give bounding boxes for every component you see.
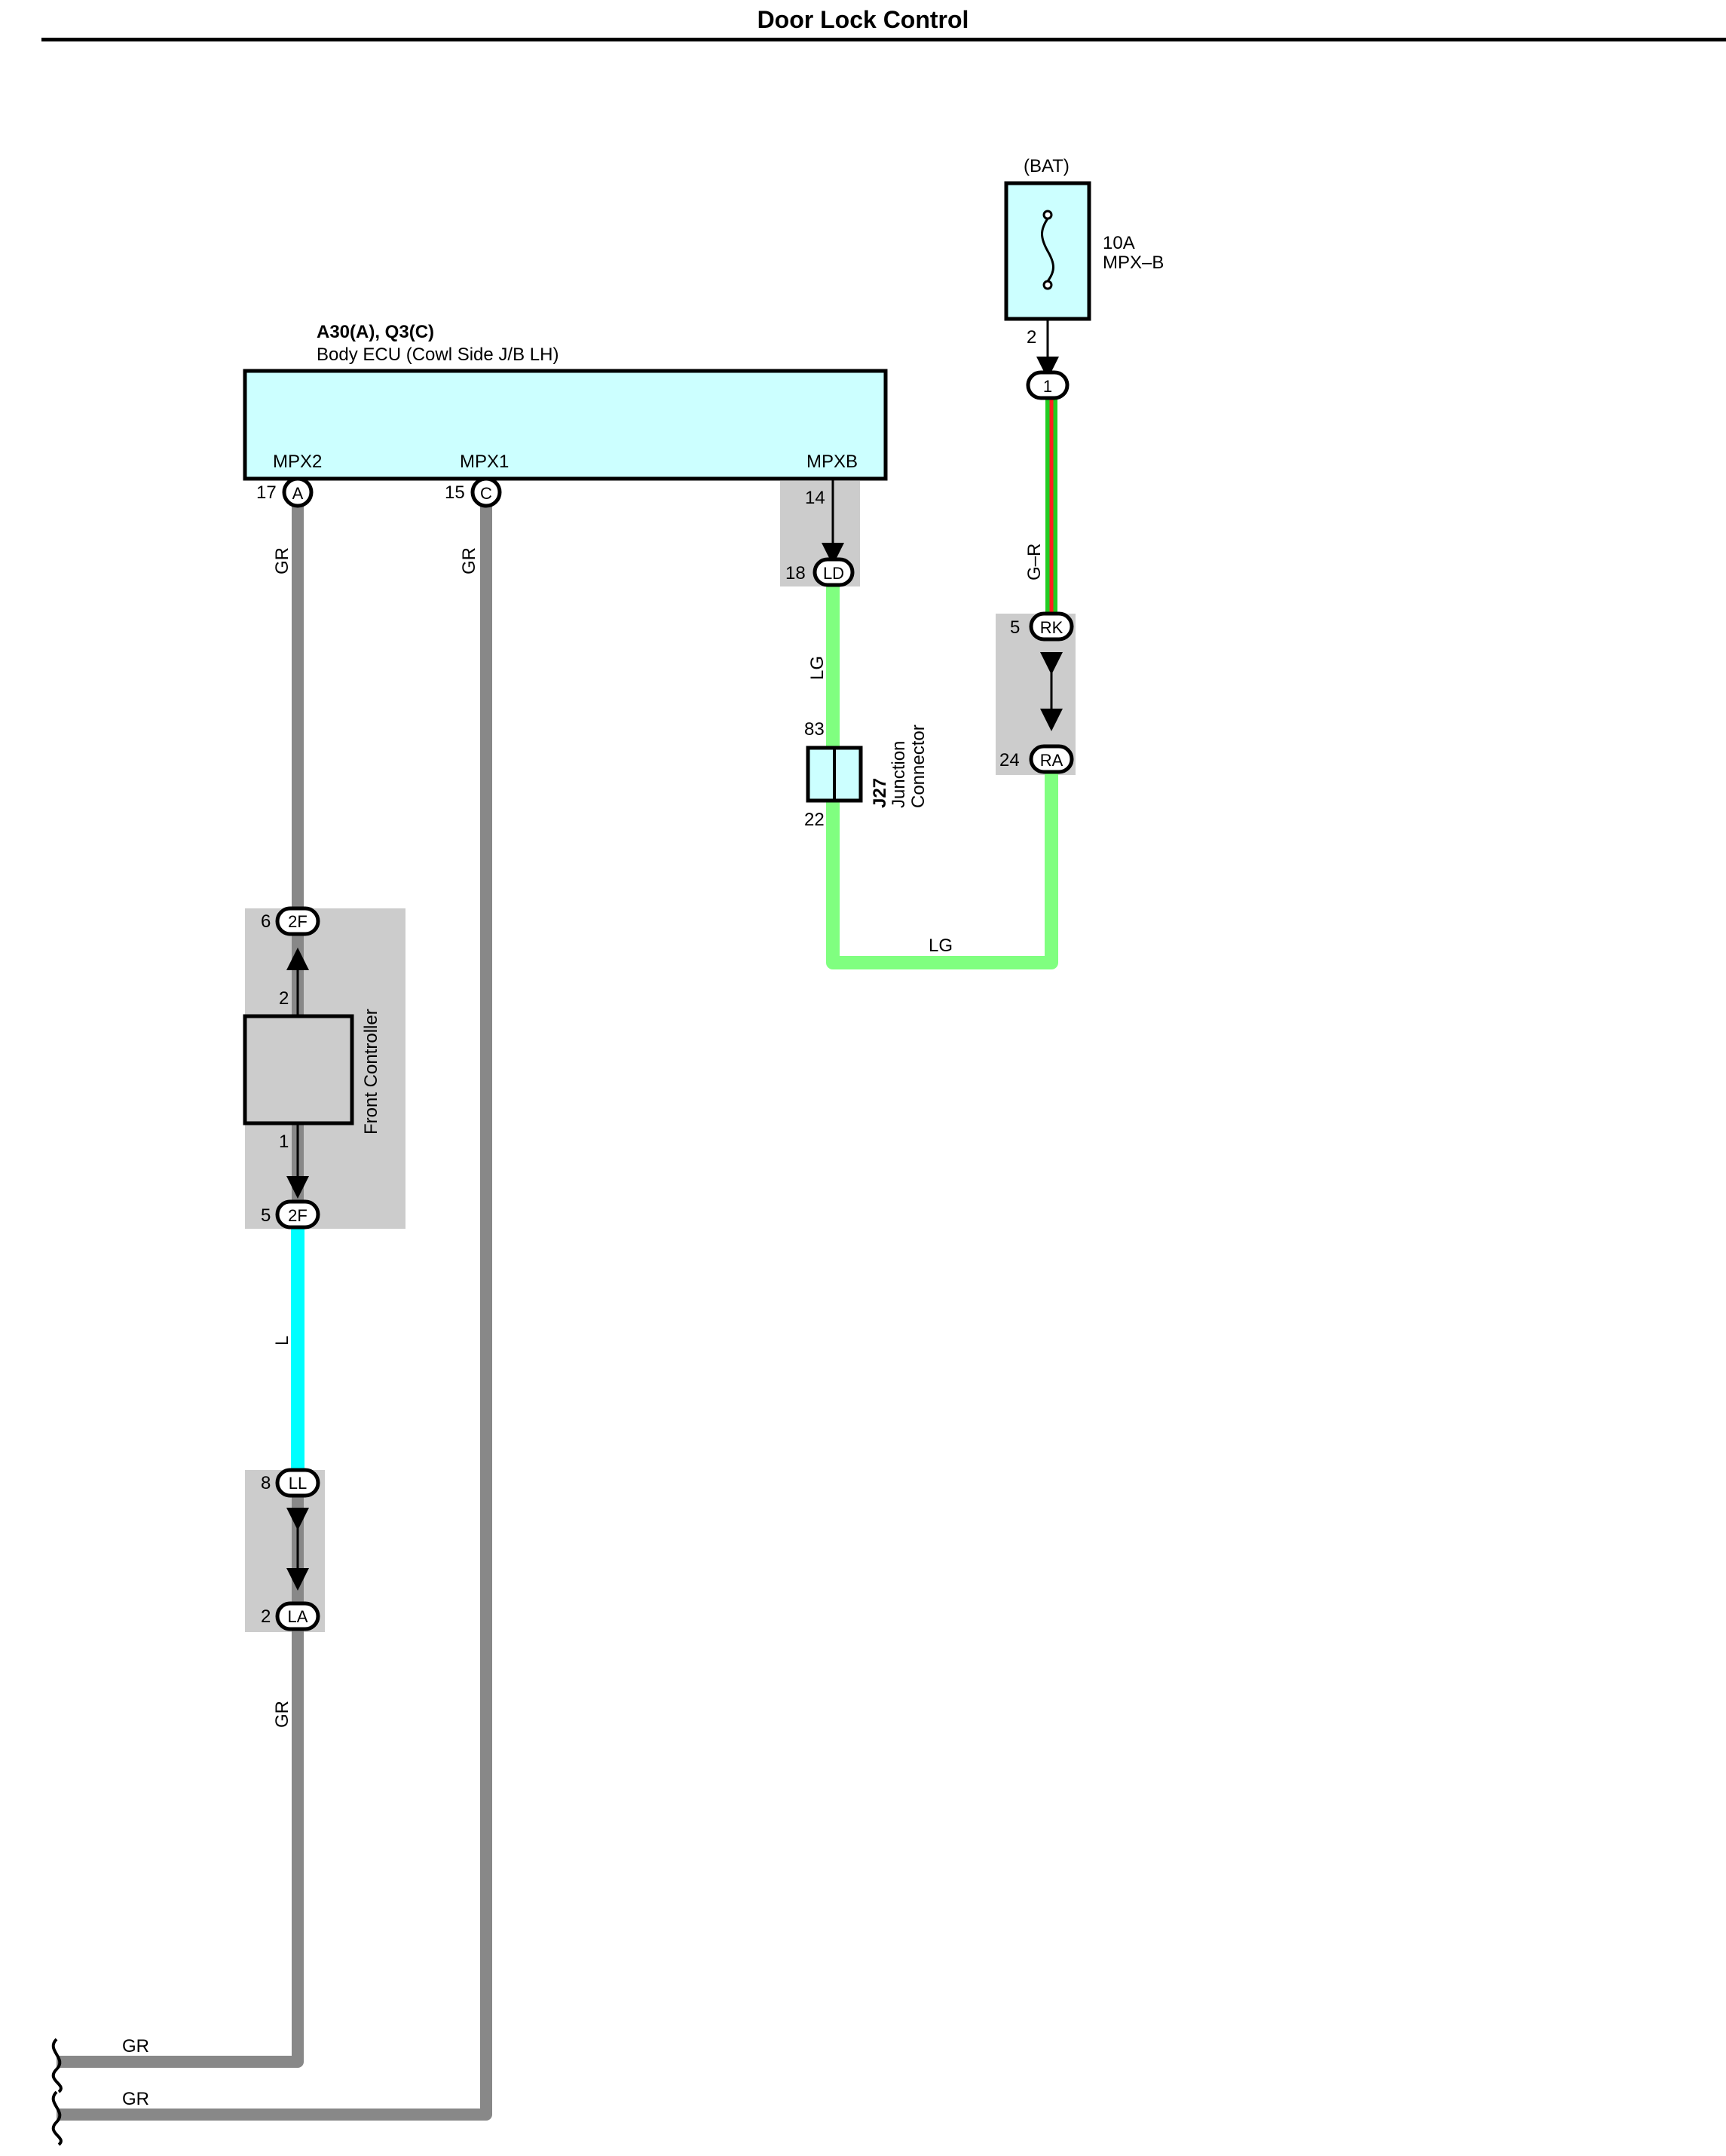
connector-ld-top-pin: 14 <box>805 488 825 508</box>
connector-c-code: C <box>480 484 492 503</box>
connector-2f-top <box>275 906 320 936</box>
fuse-source: (BAT) <box>1024 156 1070 176</box>
connector-ra-code: RA <box>1040 751 1063 770</box>
wire-break-2 <box>51 2090 63 2146</box>
title-rule <box>41 38 1726 41</box>
connector-2f-bottom <box>275 1199 320 1230</box>
connector-ra-pin: 24 <box>999 750 1020 770</box>
connector-la-code: LA <box>288 1607 308 1626</box>
connector-la-pin: 2 <box>261 1606 271 1627</box>
connector-a <box>282 476 314 508</box>
connector-rk-code: RK <box>1040 618 1063 637</box>
connector-1 <box>1026 370 1070 400</box>
connector-a-pin: 17 <box>256 482 277 503</box>
junction-line2: Connector <box>908 724 929 808</box>
wire-gr-mpx1 <box>57 498 492 2121</box>
connector-2f-top-pin: 6 <box>261 911 271 932</box>
connector-2f-top-code: 2F <box>288 912 308 931</box>
wire-label-gr-mid: GR <box>459 547 479 574</box>
ecu-name: Body ECU (Cowl Side J/B LH) <box>317 345 559 365</box>
connector-ll <box>275 1468 320 1498</box>
connector-ll-pin: 8 <box>261 1473 271 1493</box>
fuse-pin: 2 <box>1027 327 1036 348</box>
front-controller-box <box>243 1014 354 1125</box>
junction-line1: Junction <box>889 741 909 808</box>
wire-gr-mpx2 <box>57 498 304 2068</box>
ecu-pin-mpx1: MPX1 <box>460 452 509 472</box>
connector-c <box>470 476 502 508</box>
fuse-name: MPX–B <box>1103 253 1164 273</box>
ecu-pin-mpxb: MPXB <box>806 452 858 472</box>
ecu-code: A30(A), Q3(C) <box>317 322 434 342</box>
fuse-rating: 10A <box>1103 233 1135 253</box>
wire-label-gr-left-top: GR <box>272 547 292 574</box>
wire-label-gr-left-bottom: GR <box>272 1701 292 1728</box>
wire-label-lg-vertical: LG <box>807 656 828 680</box>
connector-ra <box>1029 744 1074 774</box>
connector-c-pin: 15 <box>445 482 465 503</box>
connector-1-code: 1 <box>1043 377 1052 396</box>
connector-ld-pin: 18 <box>785 563 806 583</box>
wire-label-lg-horizontal: LG <box>929 936 953 956</box>
front-controller-pin-top: 2 <box>279 988 289 1009</box>
wire-label-l: L <box>272 1336 292 1346</box>
connector-2f-bottom-pin: 5 <box>261 1205 271 1226</box>
wire-label-g-r: G–R <box>1024 544 1045 580</box>
connector-la <box>275 1601 320 1631</box>
connector-2f-bottom-code: 2F <box>288 1206 308 1225</box>
connector-ll-code: LL <box>289 1474 307 1493</box>
connector-ld-code: LD <box>823 564 844 583</box>
connector-rk <box>1029 611 1074 642</box>
junction-pin-top: 83 <box>804 719 825 740</box>
body-ecu-box <box>243 369 888 481</box>
connector-ld <box>813 557 855 587</box>
wire-break-1 <box>51 2038 63 2093</box>
connector-rk-pin: 5 <box>1010 617 1020 638</box>
connector-a-code: A <box>292 484 304 503</box>
front-controller-name: Front Controller <box>361 1009 381 1135</box>
junction-pin-bottom: 22 <box>804 810 825 830</box>
front-controller-pin-bottom: 1 <box>279 1132 289 1152</box>
junction-code: J27 <box>870 778 890 808</box>
fuse-icon <box>1041 210 1054 290</box>
wire-label-gr-bottom-1: GR <box>122 2036 149 2056</box>
page-title: Door Lock Control <box>757 6 969 33</box>
ecu-pin-mpx2: MPX2 <box>273 452 322 472</box>
wire-label-gr-bottom-2: GR <box>122 2089 149 2109</box>
